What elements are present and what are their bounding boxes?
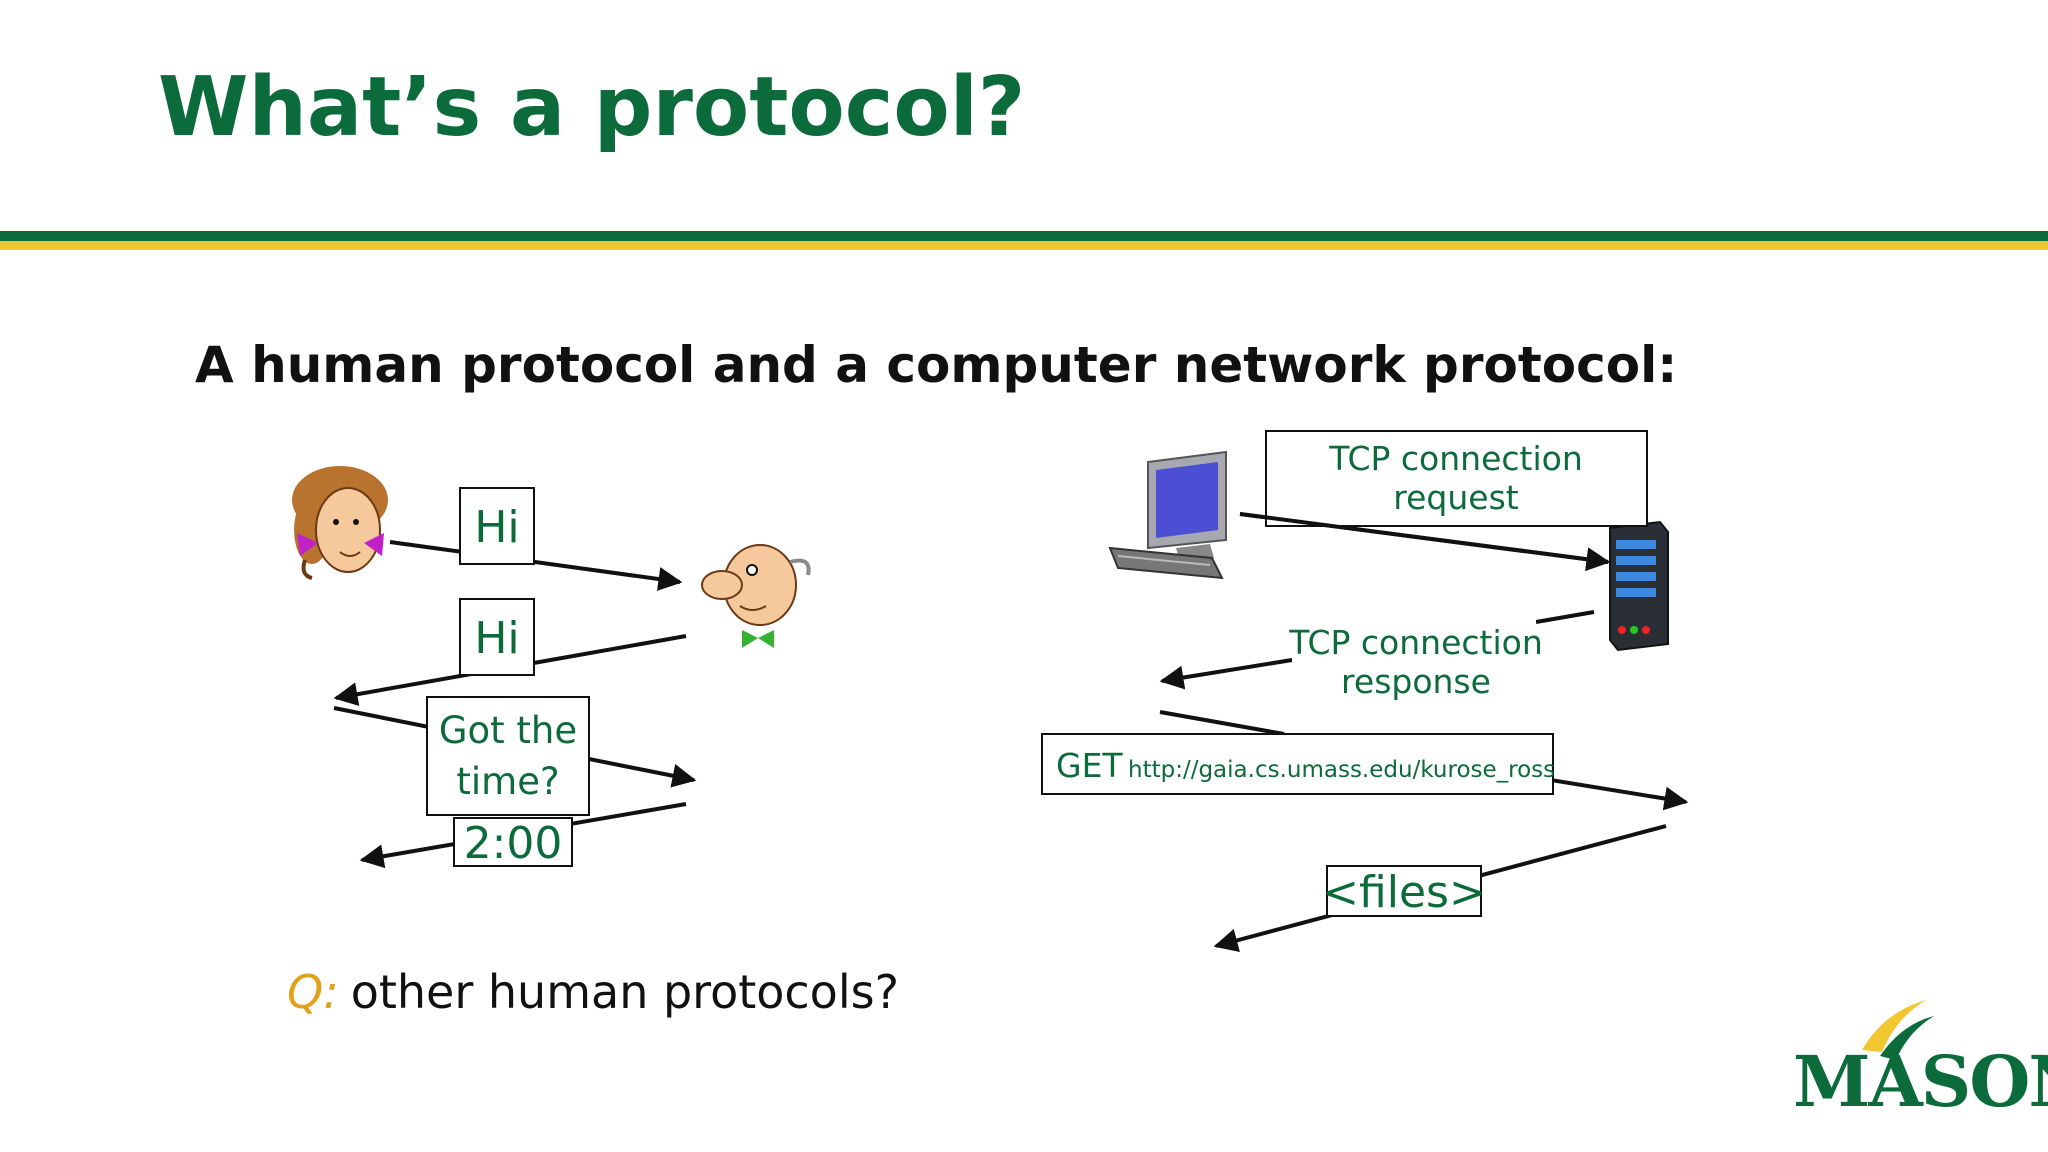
slide-subtitle: A human protocol and a computer network … — [195, 336, 1678, 394]
label-tcp-response: TCP connection response — [1288, 618, 1543, 706]
question-prefix: Q: — [287, 965, 339, 1019]
message-box-files: <files> — [1322, 865, 1486, 918]
man-icon — [701, 544, 811, 648]
woman-icon — [292, 466, 388, 580]
message-box-tcp-request: TCP connection request — [1265, 430, 1648, 527]
mason-logo-icon — [1862, 1000, 1934, 1060]
message-box-got-the-time: Got the time? — [426, 696, 590, 816]
header-rule-gold — [0, 241, 2048, 250]
message-hi-2: Hi — [474, 613, 519, 664]
tcp-request-line2: request — [1393, 478, 1519, 517]
message-hi-1: Hi — [474, 502, 519, 553]
arrow-tcp-response-start — [1535, 610, 1595, 624]
arrow-tcp-response-end — [1159, 658, 1293, 690]
question-text: other human protocols? — [350, 965, 899, 1019]
message-box-2-00: 2:00 — [453, 817, 573, 869]
question-line: Q:other human protocols? — [287, 965, 899, 1019]
tcp-response-line2: response — [1341, 662, 1491, 701]
get-url: http://gaia.cs.umass.edu/kurose_ross — [1128, 757, 1555, 783]
files-label: <files> — [1322, 867, 1486, 918]
slide-title: What’s a protocol? — [158, 60, 1026, 155]
mason-logo-text: MASON — [1793, 1040, 2048, 1123]
message-got-the: Got the — [439, 709, 577, 752]
message-box-hi-2: Hi — [459, 598, 535, 676]
arrow-tcp-request-overlay — [1239, 512, 1609, 564]
header-rule-green — [0, 231, 2048, 241]
computer-icon — [1108, 450, 1227, 580]
tcp-response-line1: TCP connection — [1288, 623, 1542, 662]
arrow-get-start — [1159, 710, 1285, 736]
get-method: GET — [1056, 746, 1123, 785]
message-box-hi-1: Hi — [459, 487, 535, 565]
message-box-get: GET http://gaia.cs.umass.edu/kurose_ross — [1041, 733, 1555, 795]
server-icon — [1609, 520, 1669, 652]
message-time: time? — [456, 760, 559, 803]
tcp-request-line1: TCP connection — [1328, 439, 1582, 478]
message-2-00: 2:00 — [464, 818, 563, 869]
